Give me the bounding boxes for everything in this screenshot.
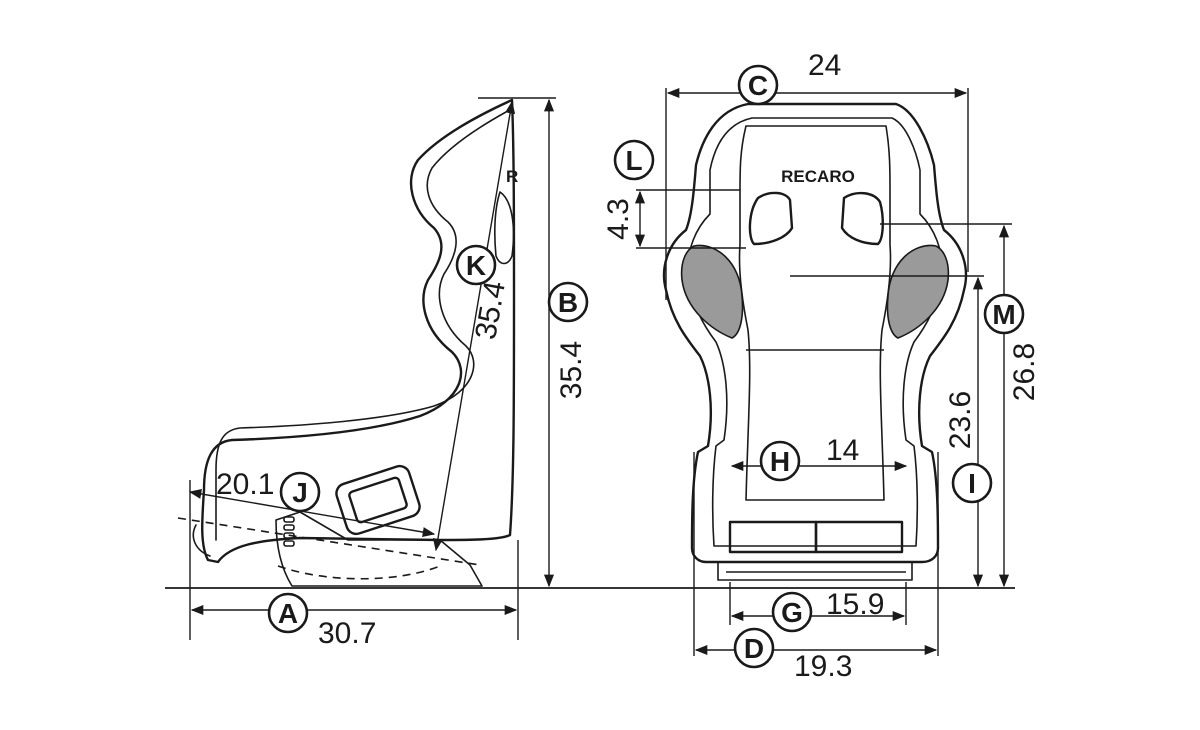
label-k-circle bbox=[455, 244, 497, 286]
label-i-circle bbox=[951, 462, 993, 504]
seat-base-line bbox=[177, 517, 481, 566]
dimension-k-value: 35.4 bbox=[469, 279, 512, 342]
label-a-circle bbox=[267, 592, 309, 634]
label-c: C bbox=[748, 70, 768, 101]
bolster-pad-right bbox=[886, 244, 950, 339]
dimension-d-value: 19.3 bbox=[794, 650, 852, 683]
front-shell-outline bbox=[662, 102, 968, 564]
label-b: B bbox=[558, 287, 578, 318]
dimension-g: G 15.9 bbox=[729, 582, 907, 633]
harness-slot-left bbox=[748, 191, 794, 246]
dimension-k: K 35.4 bbox=[432, 100, 516, 552]
seat-cushion-left bbox=[728, 520, 818, 554]
dimension-b-value: 35.4 bbox=[555, 341, 588, 399]
front-brand-logo: RECARO bbox=[781, 167, 855, 186]
label-d-circle bbox=[733, 627, 775, 669]
side-belt-slot-outer bbox=[335, 464, 421, 536]
label-l-circle bbox=[613, 139, 655, 181]
dimension-j: J 20.1 bbox=[188, 468, 436, 538]
dimension-l: L 4.3 bbox=[602, 139, 655, 248]
base-rail bbox=[717, 561, 913, 581]
dimension-i-value: 23.6 bbox=[944, 391, 977, 449]
label-k: K bbox=[466, 250, 486, 281]
side-headrest-window bbox=[494, 191, 515, 265]
label-g-circle bbox=[771, 591, 813, 633]
dimension-h: H 14 bbox=[730, 434, 908, 482]
dimension-m-value: 26.8 bbox=[1008, 343, 1041, 401]
dimension-c-value: 24 bbox=[808, 49, 841, 82]
seat-cushion-curve bbox=[277, 565, 441, 580]
label-j-circle bbox=[279, 471, 321, 513]
label-i: I bbox=[968, 468, 976, 499]
label-m-circle bbox=[983, 293, 1025, 335]
label-c-circle bbox=[737, 64, 779, 106]
bolster-pad-left bbox=[680, 244, 744, 339]
label-j: J bbox=[292, 477, 308, 508]
side-brand-mark: R bbox=[506, 167, 518, 186]
dimension-j-value: 20.1 bbox=[216, 468, 274, 501]
label-h: H bbox=[770, 446, 790, 477]
seat-cushion-right bbox=[814, 520, 904, 554]
label-d: D bbox=[744, 633, 764, 664]
label-m: M bbox=[992, 299, 1015, 330]
label-a: A bbox=[278, 598, 298, 629]
dimension-a: A 30.7 bbox=[189, 480, 519, 650]
front-back-panel bbox=[738, 125, 892, 501]
dimension-i: I 23.6 bbox=[944, 276, 993, 588]
dimension-d: D 19.3 bbox=[693, 452, 939, 683]
side-view-seat: R bbox=[177, 98, 518, 587]
label-l: L bbox=[625, 145, 642, 176]
dimension-h-value: 14 bbox=[826, 434, 859, 467]
label-g: G bbox=[781, 597, 803, 628]
dimension-m: M 26.8 bbox=[983, 224, 1041, 588]
dimension-b: B 35.4 bbox=[478, 97, 589, 588]
side-belt-slot-inner bbox=[348, 476, 408, 524]
mount-holes bbox=[283, 516, 295, 547]
dimension-c: C 24 bbox=[665, 49, 969, 300]
dimension-a-value: 30.7 bbox=[318, 617, 376, 650]
label-h-circle bbox=[759, 440, 801, 482]
dimension-l-value: 4.3 bbox=[602, 198, 635, 240]
front-view-seat: RECARO bbox=[662, 102, 968, 581]
dimension-g-value: 15.9 bbox=[826, 588, 884, 621]
harness-slot-right bbox=[840, 191, 884, 246]
label-b-circle bbox=[547, 281, 589, 323]
